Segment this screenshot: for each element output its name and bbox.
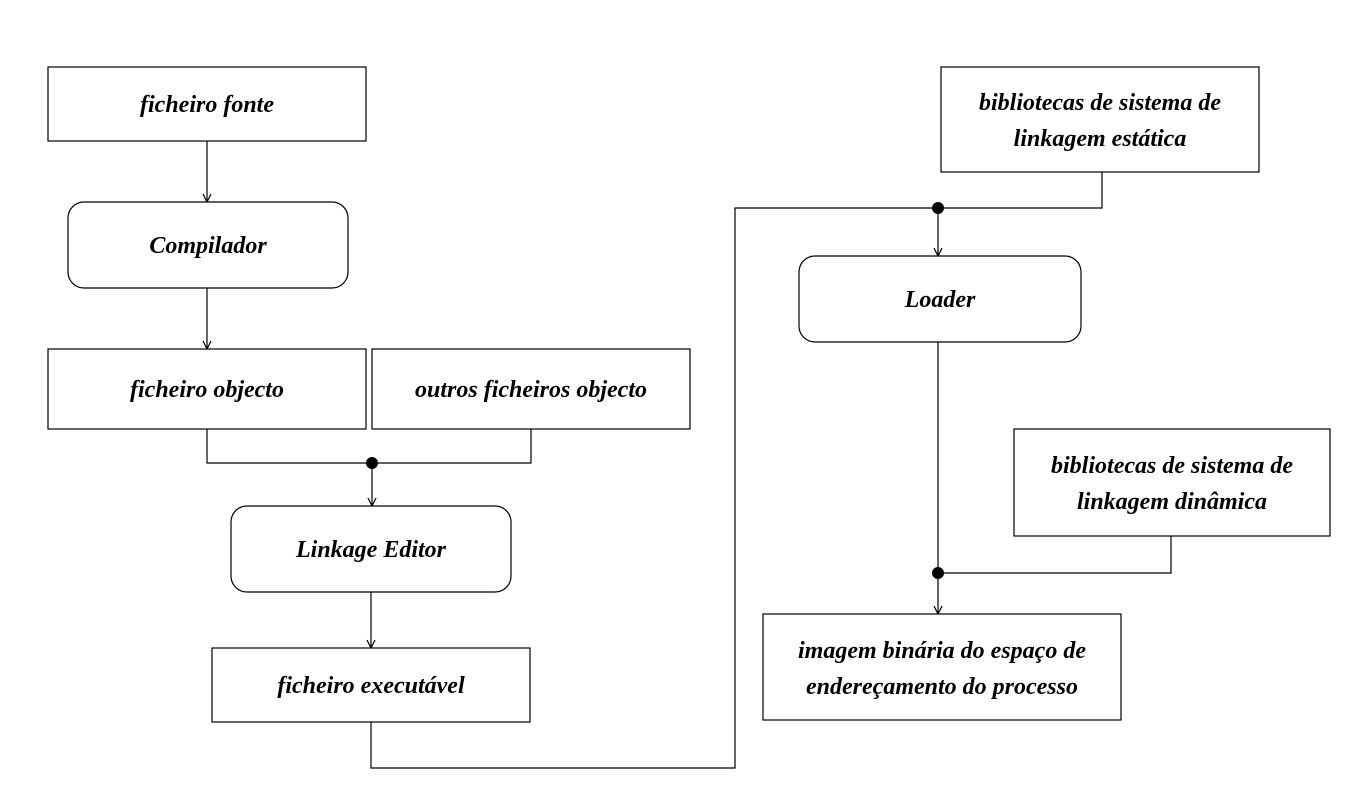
memory-image-node: imagem binária do espaço de endereçament… xyxy=(762,613,1122,721)
dynamic-libraries-node: bibliotecas de sistema de linkagem dinâm… xyxy=(1013,428,1331,537)
linkage-editor-label: Linkage Editor xyxy=(295,537,447,563)
source-file-label: ficheiro fonte xyxy=(140,92,274,118)
executable-file-label: ficheiro executável xyxy=(277,673,465,699)
static-libraries-label-line2: linkagem estática xyxy=(1014,126,1187,152)
executable-to-loader-connector xyxy=(370,207,938,769)
compiler-node: Compilador xyxy=(67,201,349,289)
static-libraries-label-line1: bibliotecas de sistema de xyxy=(979,90,1221,116)
other-object-files-node: outros ficheiros objecto xyxy=(371,348,691,430)
compiler-label: Compilador xyxy=(149,233,267,259)
static-libraries-connector xyxy=(938,172,1103,209)
loader-node: Loader xyxy=(798,255,1082,343)
dynamic-libraries-connector xyxy=(938,536,1172,574)
source-file-node: ficheiro fonte xyxy=(47,66,367,142)
executable-file-node: ficheiro executável xyxy=(211,647,531,723)
other-object-files-label: outros ficheiros objecto xyxy=(415,377,647,403)
static-libraries-node: bibliotecas de sistema de linkagem estát… xyxy=(940,66,1260,173)
object-file-node: ficheiro objecto xyxy=(47,348,367,430)
object-file-label: ficheiro objecto xyxy=(130,377,284,403)
linkage-editor-node: Linkage Editor xyxy=(230,505,512,593)
memory-image-label-line1: imagem binária do espaço de xyxy=(798,638,1086,664)
dynamic-libraries-label-line2: linkagem dinâmica xyxy=(1077,489,1267,515)
loader-label: Loader xyxy=(904,287,976,313)
memory-image-label-line2: endereçamento do processo xyxy=(806,674,1078,700)
dynamic-libraries-label-line1: bibliotecas de sistema de xyxy=(1051,453,1293,479)
